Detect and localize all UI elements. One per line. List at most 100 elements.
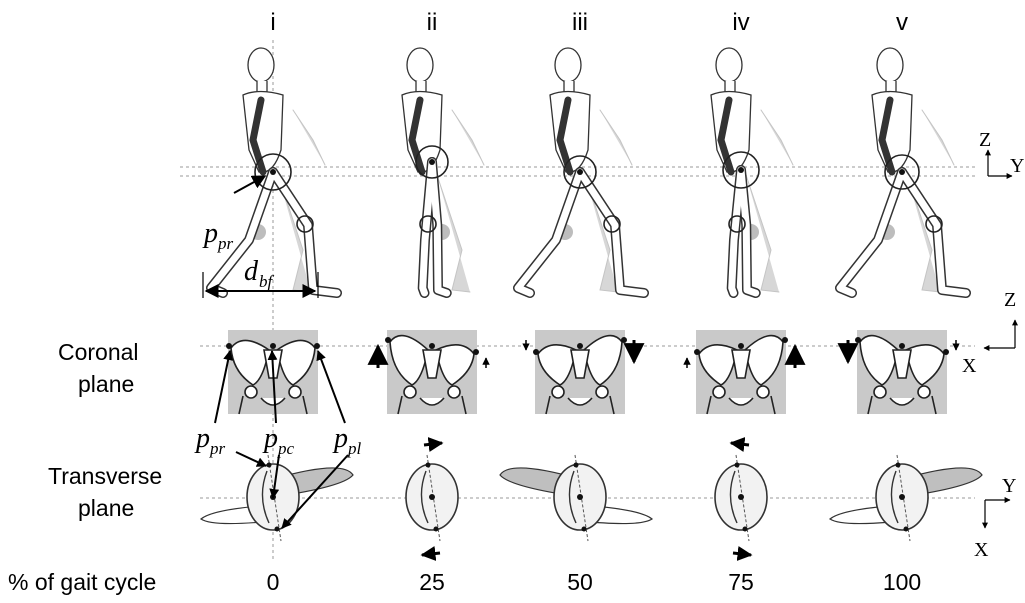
center-landmark-point <box>738 343 744 349</box>
gait-percent-25: 25 <box>419 569 445 595</box>
right-point <box>574 463 579 468</box>
right-femoral-head <box>713 386 725 398</box>
z-axis-label: Z <box>979 129 991 151</box>
coronal-pelvis-views <box>226 330 956 414</box>
walking-figure-5 <box>840 48 966 293</box>
hip-point <box>577 169 583 175</box>
coronal-pelvis-4 <box>687 330 795 414</box>
transverse-label-line1: Transverse <box>48 463 162 489</box>
p-pr-label: p <box>194 423 210 454</box>
column-label-iii: iii <box>572 9 588 36</box>
walking-figures <box>211 48 966 293</box>
column-headers: i ii iii iv v <box>270 9 908 36</box>
left-femoral-head <box>289 386 301 398</box>
walking-figure-2 <box>402 48 484 293</box>
center-point <box>738 494 744 500</box>
right-landmark-point <box>855 337 861 343</box>
p-pr-transverse-arrow <box>236 452 266 466</box>
hip-point <box>899 169 905 175</box>
ghost-arm <box>452 110 484 165</box>
left-point <box>275 527 280 532</box>
head <box>555 48 581 82</box>
walking-figure-1 <box>211 48 337 293</box>
d-bf-symbol: d <box>244 256 259 287</box>
gait-cycle-label: % of gait cycle <box>8 569 156 595</box>
p-pl-coronal-arrow <box>318 351 345 423</box>
center-landmark-point <box>899 343 905 349</box>
hip-point <box>738 167 744 173</box>
rotation-arrow-bottom <box>733 553 751 555</box>
center-point <box>577 494 583 500</box>
left-landmark-point <box>314 343 320 349</box>
right-landmark-point <box>533 349 539 355</box>
gait-percent-0: 0 <box>267 569 280 595</box>
coronal-axes: Z X <box>962 289 1016 377</box>
left-point <box>582 527 587 532</box>
right-landmark-point <box>385 337 391 343</box>
x-axis-label-transverse: X <box>974 539 989 561</box>
x-axis-label-coronal: X <box>962 355 977 377</box>
left-femoral-head <box>918 386 930 398</box>
column-label-v: v <box>896 9 908 36</box>
d-bf-subscript: bf <box>259 272 275 291</box>
coronal-label-line2: plane <box>78 371 134 397</box>
coronal-pelvis-3 <box>526 330 634 414</box>
right-point <box>896 463 901 468</box>
right-femoral-head <box>552 386 564 398</box>
center-point <box>899 494 905 500</box>
left-femoral-head <box>757 386 769 398</box>
transverse-pelvis-2 <box>406 443 458 555</box>
column-label-i: i <box>270 9 275 36</box>
coronal-pelvis-5 <box>848 330 956 414</box>
gait-percent-100: 100 <box>883 569 921 595</box>
right-point <box>735 463 740 468</box>
row-labels: Coronal plane Transverse plane <box>48 339 162 521</box>
column-label-iv: iv <box>732 9 749 36</box>
left-point <box>434 527 439 532</box>
neck <box>257 81 267 92</box>
y-axis-label-transverse: Y <box>1002 475 1016 497</box>
rotation-arrow-bottom <box>422 553 440 555</box>
transverse-pelvis-5 <box>830 455 982 541</box>
p-pr-subscript: pr <box>217 234 234 253</box>
p-pl-label: p <box>332 423 348 454</box>
rotation-arrow-top <box>731 443 749 445</box>
transverse-pelvis-4 <box>715 443 767 555</box>
right-landmark-point <box>694 349 700 355</box>
left-landmark-point <box>782 337 788 343</box>
left-point <box>743 527 748 532</box>
p-pr-label-sub: pr <box>209 439 226 458</box>
right-point <box>267 463 272 468</box>
neck <box>886 81 896 92</box>
p-pr-coronal-arrow <box>215 351 230 423</box>
walking-figure-3 <box>518 48 644 293</box>
gait-percent-50: 50 <box>567 569 593 595</box>
sagittal-axes: Z Y <box>979 129 1024 177</box>
ghost-arm <box>600 110 632 165</box>
coronal-pelvis-2 <box>378 330 486 414</box>
head <box>407 48 433 82</box>
center-point <box>429 494 435 500</box>
center-landmark-point <box>577 343 583 349</box>
p-pl-label-sub: pl <box>347 439 362 458</box>
neck <box>564 81 574 92</box>
hip-point <box>429 159 435 165</box>
head <box>716 48 742 82</box>
p-pr-symbol: p <box>202 218 218 249</box>
p-pc-label: p <box>262 423 278 454</box>
ghost-arm <box>922 110 954 165</box>
ghost-arm <box>761 110 793 165</box>
head <box>248 48 274 82</box>
left-femoral-head <box>448 386 460 398</box>
neck <box>725 81 735 92</box>
gait-cycle-row: % of gait cycle 0 25 50 75 100 <box>8 569 921 595</box>
transverse-pelvis-views <box>201 443 982 555</box>
left-landmark-point <box>943 349 949 355</box>
transverse-pelvis-3 <box>500 455 652 541</box>
left-point <box>904 527 909 532</box>
right-femoral-head <box>245 386 257 398</box>
center-landmark-point <box>429 343 435 349</box>
left-femoral-head <box>596 386 608 398</box>
transverse-label-line2: plane <box>78 495 134 521</box>
left-landmark-point <box>473 349 479 355</box>
